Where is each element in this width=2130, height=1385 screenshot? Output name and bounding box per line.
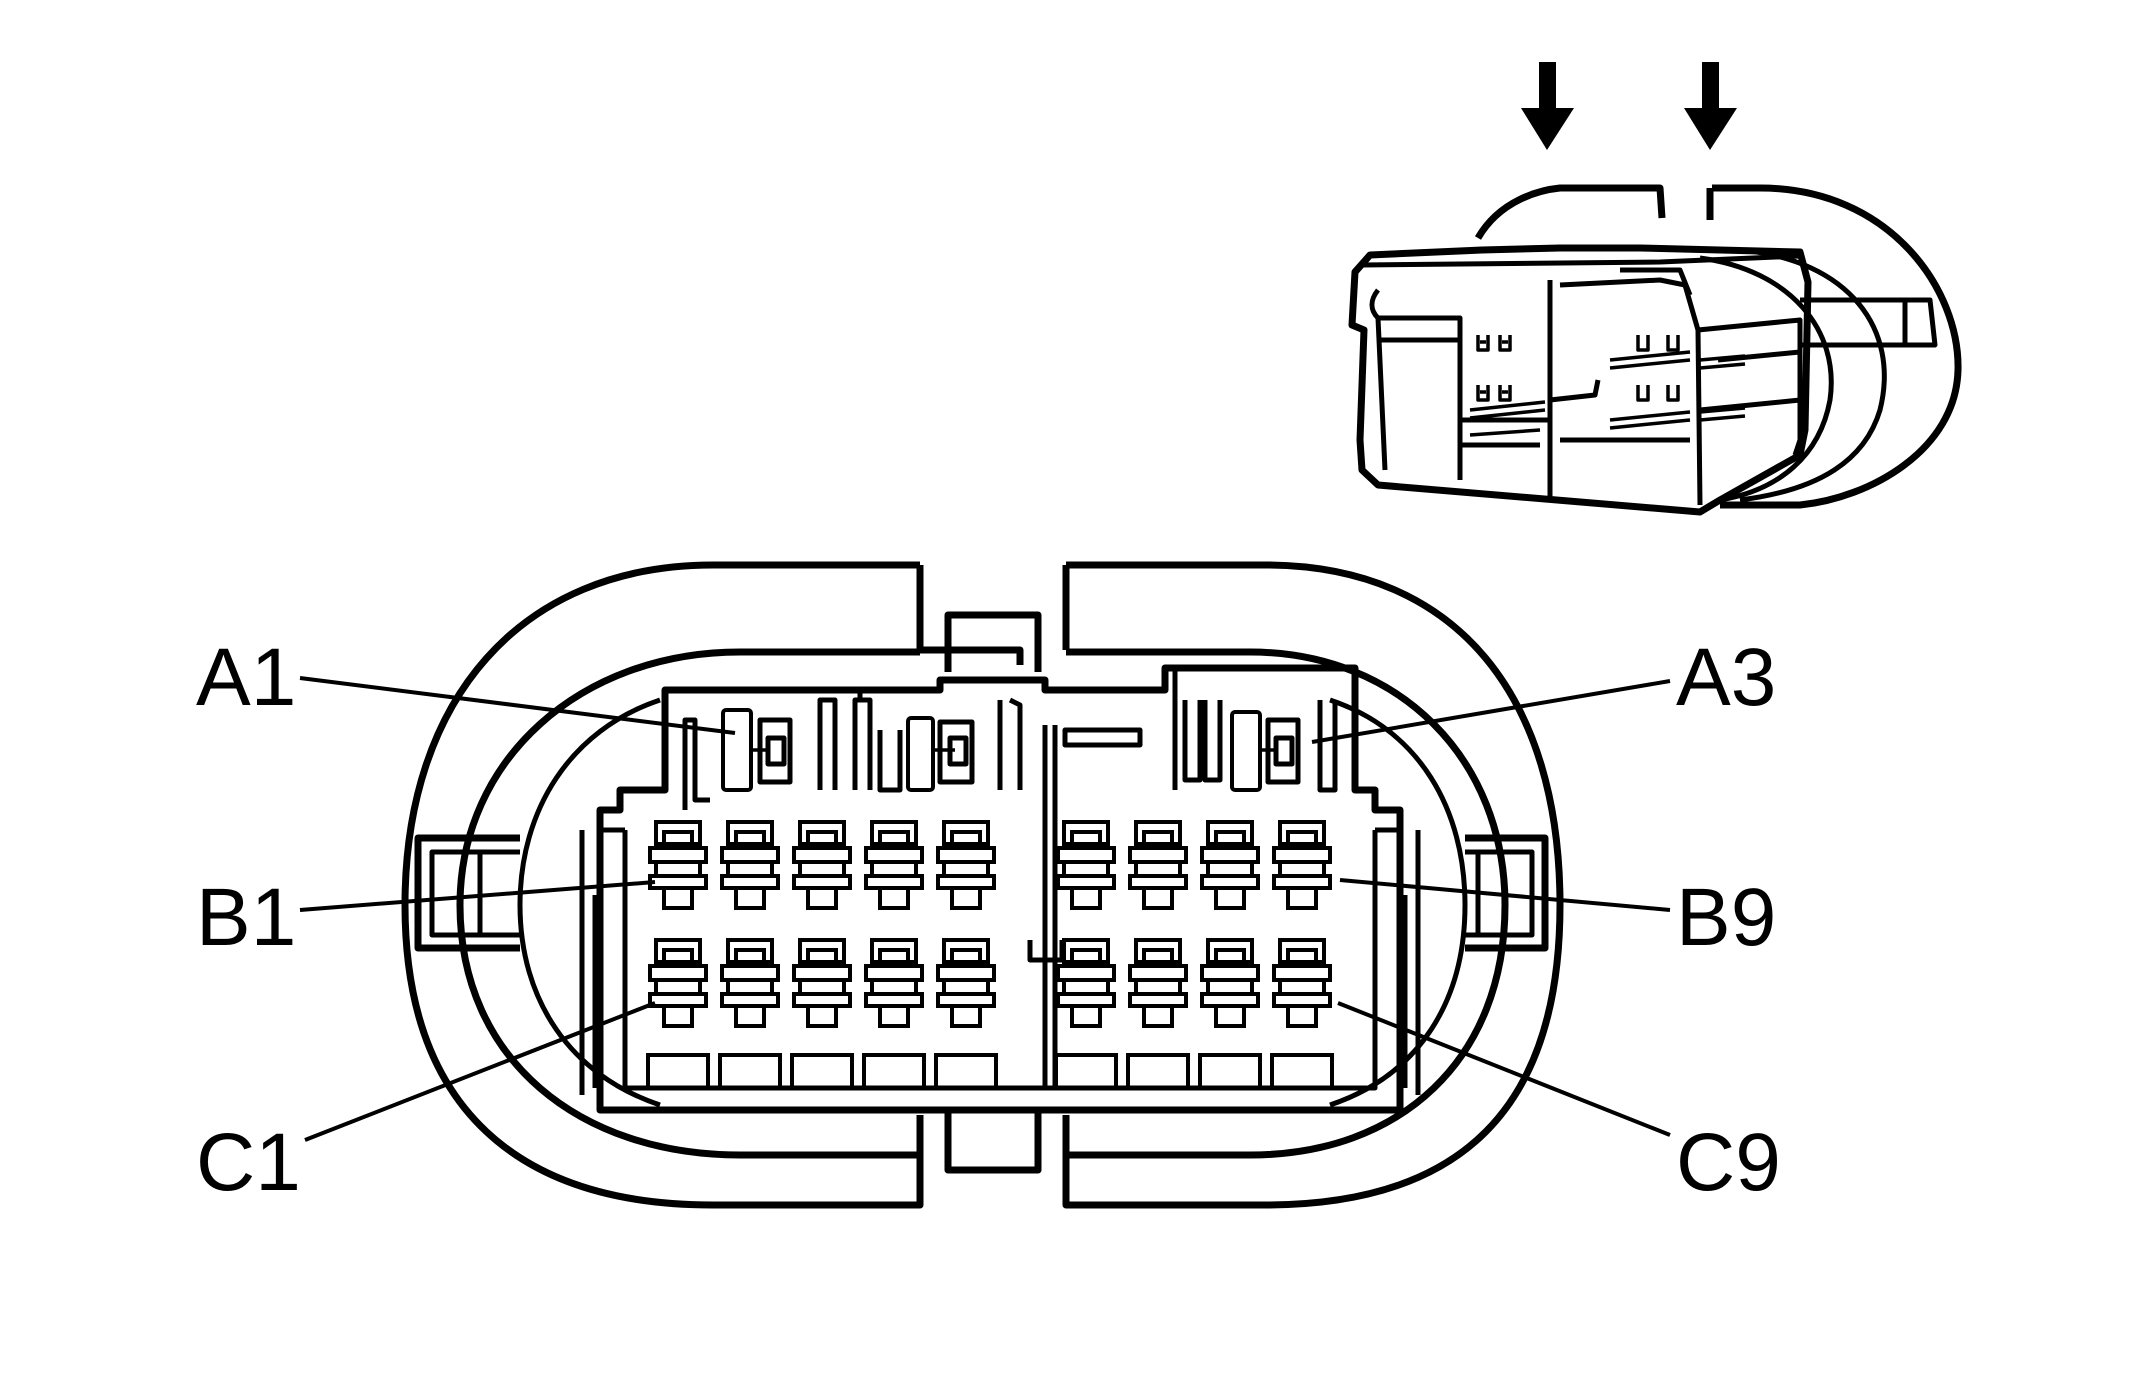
inner-housing [596,664,1404,1114]
terminal-c2 [720,938,780,1028]
pin-label-c1: C1 [196,1117,301,1208]
terminal-b1 [648,820,708,910]
bottom-tab [718,1053,782,1090]
bottom-tab [862,1053,926,1090]
terminal-c8 [1200,938,1260,1028]
pin-label-a1: A1 [196,632,296,723]
terminal-c3 [792,938,852,1028]
terminal-a2 [906,716,975,792]
terminal-b8 [1200,820,1260,910]
bottom-tab [1198,1053,1262,1090]
terminal-b6 [1056,820,1116,910]
connector-face-view [401,561,1564,1209]
pin-labels: A1 A3 B1 B9 C1 C9 [196,632,1781,1208]
bottom-tab [790,1053,854,1090]
connector-outer-shell [401,561,1564,1209]
connector-body [1348,244,1812,516]
leader-c1 [304,1001,656,1142]
terminal-b5 [936,820,996,910]
terminal-row-b [648,820,1332,910]
pin-label-b9: B9 [1676,872,1776,963]
terminal-c4 [864,938,924,1028]
terminal-a3 [1230,710,1301,792]
terminal-a1 [721,708,793,792]
bottom-tab [1126,1053,1190,1090]
terminal-c7 [1128,938,1188,1028]
center-key-top [944,611,1042,672]
pin-label-b1: B1 [196,872,296,963]
leader-a1 [299,676,736,735]
pin-label-c9: C9 [1676,1117,1781,1208]
leader-c9 [1337,1001,1671,1137]
terminal-b7 [1128,820,1188,910]
terminal-c9 [1272,938,1332,1028]
leader-a3 [1311,679,1671,744]
connector-perspective-view [1348,62,1962,516]
terminal-b3 [792,820,852,910]
terminal-b4 [864,820,924,910]
leader-b9 [1339,878,1671,912]
pin-label-a3: A3 [1676,632,1776,723]
connector-rear-seal [1474,184,1962,509]
terminal-c5 [936,938,996,1028]
top-cavity-row [682,668,1338,810]
bottom-tab [934,1053,998,1090]
terminal-b9 [1272,820,1332,910]
bottom-tab-row [646,1053,1334,1090]
bottom-tab [1054,1053,1118,1090]
arrow-down-icon [1521,62,1574,150]
leader-lines [299,676,1671,1142]
leader-b1 [299,880,656,912]
terminal-b2 [720,820,780,910]
center-key-bottom [944,1110,1042,1174]
side-latch-left [414,834,520,952]
terminal-c6 [1056,938,1116,1028]
arrow-down-icon [1684,62,1737,150]
terminal-c1 [648,938,708,1028]
bottom-tab [646,1053,710,1090]
bottom-tab [1270,1053,1334,1090]
terminal-row-c [648,938,1332,1028]
